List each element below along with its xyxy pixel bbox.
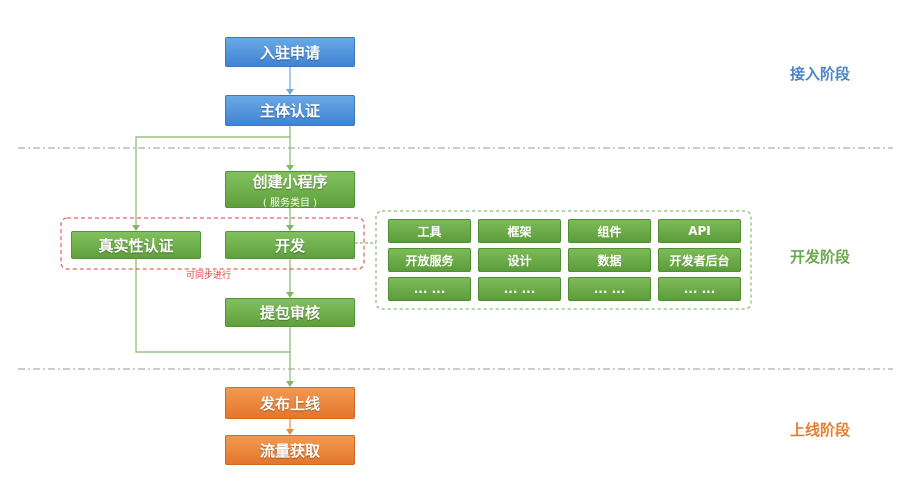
develop-box: 开发 [225, 231, 355, 259]
develop-label: 开发 [274, 236, 305, 255]
publish-box: 发布上线 [225, 387, 355, 419]
apply-box: 入驻申请 [225, 37, 355, 67]
resource-tile-components: 组件 [568, 219, 651, 243]
traffic-box: 流量获取 [225, 435, 355, 465]
parallel-note: 可同步进行 [186, 271, 232, 281]
review-label: 提包审核 [259, 304, 320, 322]
green-connectors [135, 126, 291, 382]
arrow-to-verify [286, 89, 294, 95]
resource-tile-design: 设计 [478, 248, 561, 272]
authenticity-box: 真实性认证 [71, 231, 201, 259]
stage-label-develop: 开发阶段 [790, 248, 851, 266]
resource-tile-framework: 框架 [478, 219, 561, 243]
authenticity-label: 真实性认证 [98, 236, 174, 255]
resource-tile-open-services: 开放服务 [388, 248, 471, 272]
resource-tile-tools: 工具 [388, 219, 471, 243]
stage-label-access: 接入阶段 [790, 65, 851, 83]
resource-tile-dev-console: 开发者后台 [658, 248, 741, 272]
resource-tile-more-4: ... ... [658, 277, 741, 301]
create-label: 创建小程序 [252, 172, 328, 191]
verify-box: 主体认证 [225, 95, 355, 126]
arrow-to-develop [286, 225, 294, 231]
resource-tile-api: API [658, 219, 741, 243]
resource-tile-data: 数据 [568, 248, 651, 272]
arrow-to-publish [286, 381, 294, 387]
resource-tile-more-3: ... ... [568, 277, 651, 301]
arrow-to-authenticity [132, 225, 140, 231]
traffic-label: 流量获取 [259, 441, 320, 460]
parallel-group-frame [60, 217, 365, 270]
resource-panel-frame [375, 210, 752, 310]
verify-label: 主体认证 [259, 102, 320, 120]
arrow-to-review [286, 292, 294, 298]
review-box: 提包审核 [225, 298, 355, 327]
arrow-to-create [286, 165, 294, 171]
resource-tile-more-1: ... ... [388, 277, 471, 301]
publish-label: 发布上线 [259, 394, 320, 413]
stage-label-launch: 上线阶段 [790, 421, 851, 439]
create-box: 创建小程序 ( 服务类目 ) [225, 171, 355, 209]
apply-label: 入驻申请 [259, 43, 320, 62]
create-sublabel: ( 服务类目 ) [262, 197, 318, 209]
arrow-to-traffic [286, 429, 294, 435]
resource-tile-more-2: ... ... [478, 277, 561, 301]
